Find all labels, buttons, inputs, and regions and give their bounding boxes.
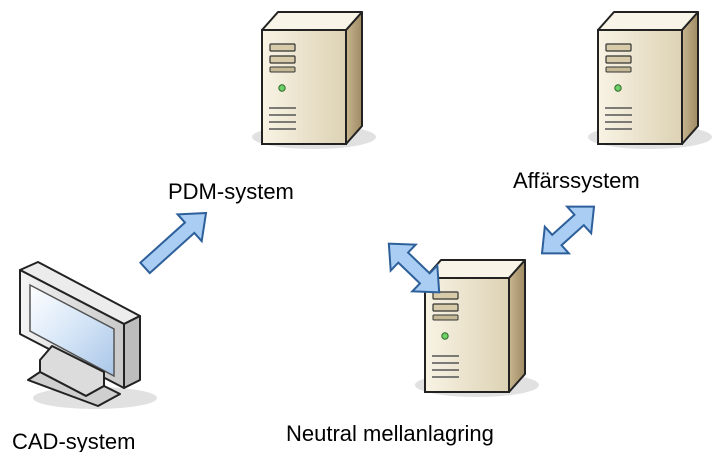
arrow-affars-neutral <box>528 192 608 268</box>
cad-system-label: CAD-system <box>12 429 136 452</box>
arrow-cad-to-pdm <box>132 198 220 283</box>
pdm-system-label: PDM-system <box>168 179 294 204</box>
pdm-server-icon <box>251 11 377 150</box>
affarssystem-label: Affärssystem <box>513 168 640 193</box>
affars-server-icon <box>587 11 713 150</box>
cad-monitor-icon <box>19 261 157 409</box>
neutral-mellanlagring-label: Neutral mellanlagring <box>286 421 494 446</box>
